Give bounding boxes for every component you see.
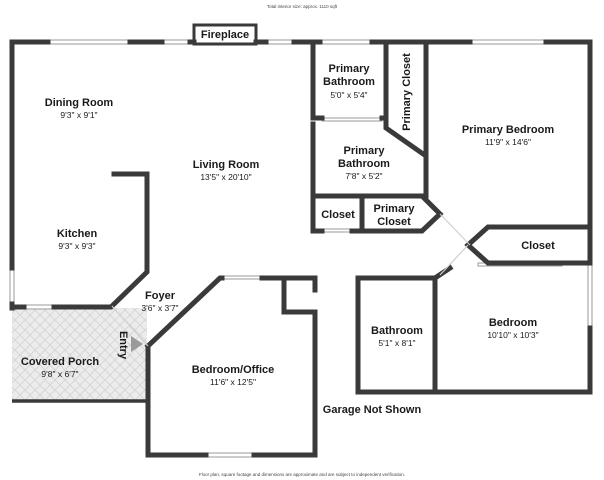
room-labels: Fireplace Primary Bathroom 5'0" x 5'4" P…: [21, 29, 555, 416]
covered-porch-area: [12, 308, 147, 401]
primary-bedroom-label: Primary Bedroom: [462, 124, 555, 136]
primary-bathroom-1-dims: 5'0" x 5'4": [330, 90, 367, 100]
closet-2-label: Closet: [521, 240, 555, 252]
footer-note: Floor plan, square footage and dimension…: [199, 472, 405, 477]
kitchen-dims: 9'3" x 9'3": [58, 241, 95, 251]
header-note: Total interior size: approx. 1110 sqft: [267, 4, 338, 9]
bathroom-dims: 5'1" x 8'1": [378, 338, 415, 348]
primary-closet-2-line2: Closet: [377, 216, 411, 228]
covered-porch-dims: 9'8" x 6'7": [41, 369, 78, 379]
closet-1-label: Closet: [321, 209, 355, 221]
bathroom-label: Bathroom: [371, 325, 423, 337]
primary-closet-1-label: Primary Closet: [401, 53, 413, 131]
garage-note: Garage Not Shown: [323, 404, 422, 416]
foyer-dims: 3'6" x 3'7": [141, 303, 178, 313]
covered-porch-label: Covered Porch: [21, 356, 100, 368]
entry-arrow-icon: [131, 336, 143, 352]
living-room-dims: 13'5" x 20'10": [200, 172, 251, 182]
fireplace: [192, 23, 258, 46]
primary-bathroom-2-line1: Primary: [344, 145, 386, 157]
fireplace-label: Fireplace: [201, 29, 249, 41]
bedroom-office-label: Bedroom/Office: [192, 364, 275, 376]
bedroom-dims: 10'10" x 10'3": [487, 330, 538, 340]
primary-bathroom-1-line2: Bathroom: [323, 76, 375, 88]
kitchen-label: Kitchen: [57, 228, 98, 240]
entry-label: Entry: [117, 331, 129, 360]
foyer-label: Foyer: [145, 290, 176, 302]
door-lines: [111, 213, 471, 347]
primary-bathroom-2-dims: 7'8" x 5'2": [345, 171, 382, 181]
primary-closet-2-line1: Primary: [374, 203, 416, 215]
interior-walls: [108, 39, 593, 395]
exterior-walls: [9, 39, 593, 458]
primary-bathroom-1-line1: Primary: [329, 63, 371, 75]
bedroom-label: Bedroom: [489, 317, 538, 329]
dining-room-label: Dining Room: [45, 97, 114, 109]
dining-room-dims: 9'3" x 9'1": [60, 110, 97, 120]
primary-bedroom-dims: 11'9" x 14'6": [485, 137, 531, 147]
primary-bathroom-2-line2: Bathroom: [338, 158, 390, 170]
living-room-label: Living Room: [193, 159, 260, 171]
bedroom-office-dims: 11'6" x 12'5": [210, 377, 256, 387]
